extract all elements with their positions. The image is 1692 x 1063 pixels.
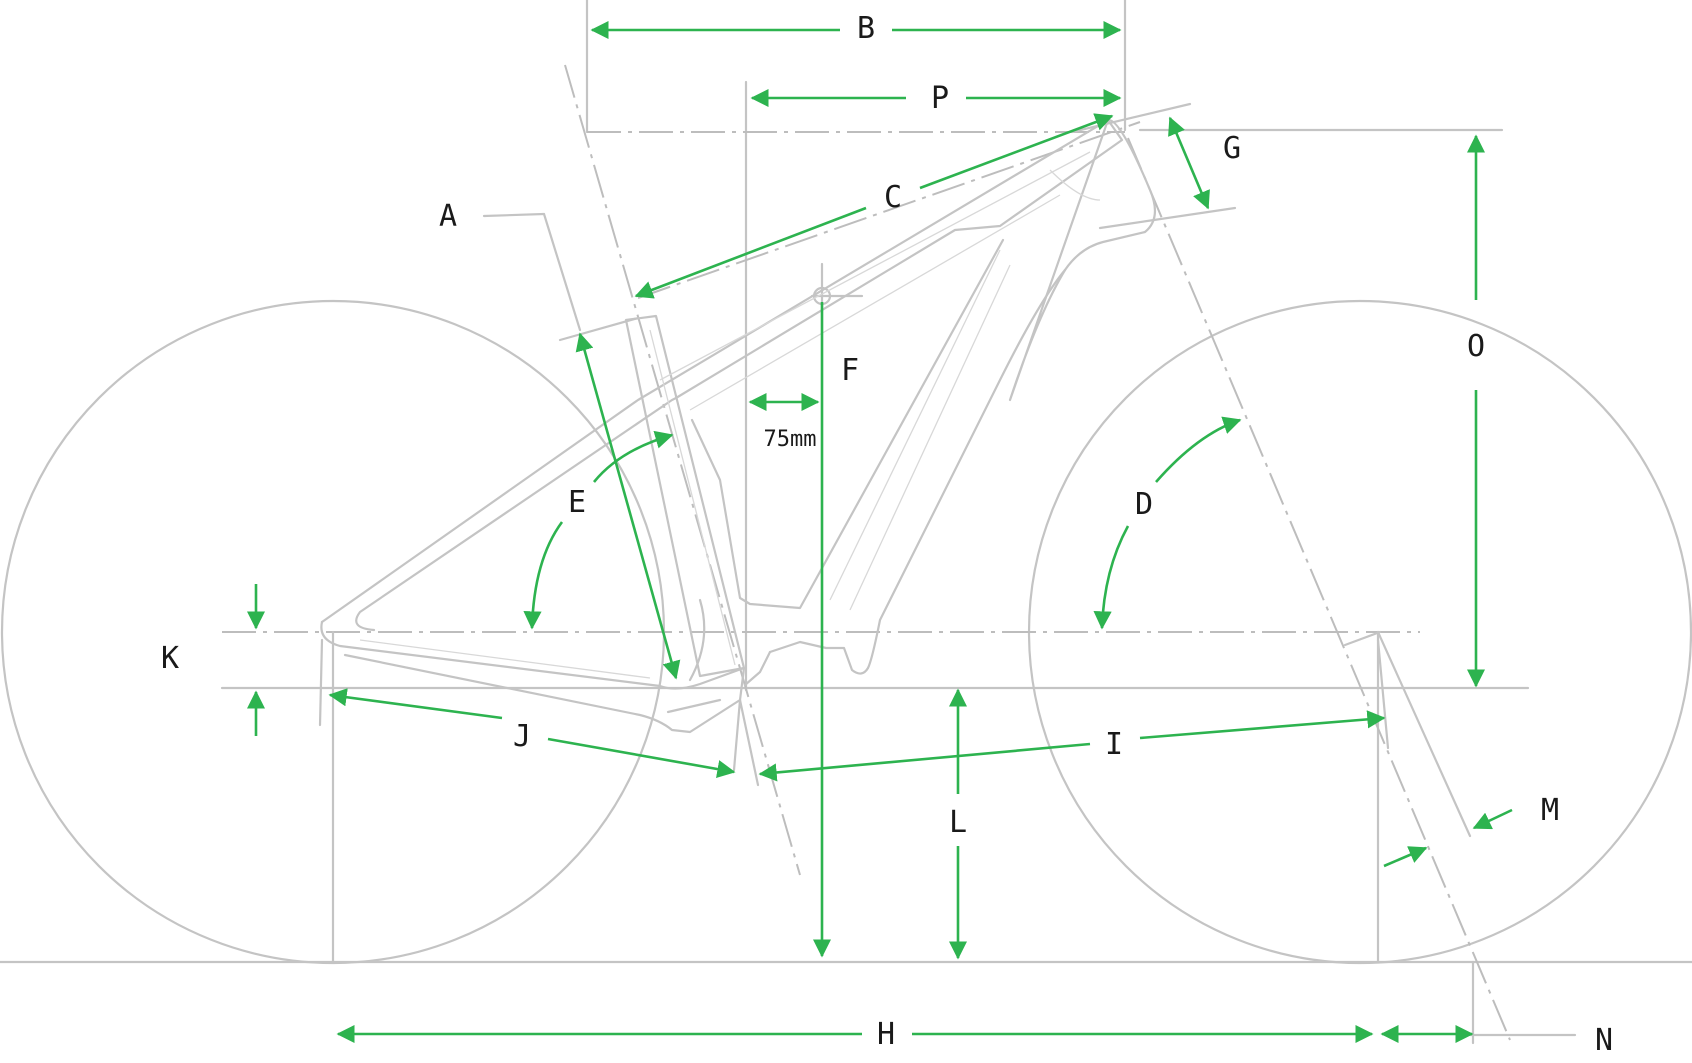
label-f: F [841, 353, 859, 388]
down-tube [690, 238, 1005, 610]
dimension-labels: B P G C A O F 75mm E D K J I M L H N [161, 11, 1613, 1058]
dimension-arrows [246, 20, 1513, 1044]
label-e: E [568, 485, 586, 520]
bike-frame [320, 118, 1157, 734]
label-g: G [1223, 131, 1241, 166]
label-l: L [949, 805, 967, 840]
label-h: H [877, 1017, 895, 1052]
label-b: B [857, 11, 875, 46]
label-d: D [1135, 487, 1153, 522]
label-75mm: 75mm [764, 427, 817, 452]
motor-housing [666, 598, 772, 714]
chain-stay [320, 620, 746, 734]
label-a: A [439, 199, 457, 234]
label-n: N [1595, 1023, 1613, 1058]
label-j: J [513, 719, 531, 754]
down-tube-lower [768, 268, 1067, 675]
label-c: C [884, 180, 902, 215]
label-k: K [161, 641, 179, 676]
top-tube [320, 118, 1124, 632]
reference-lines [220, 0, 1577, 1045]
label-o: O [1467, 329, 1485, 364]
label-i: I [1105, 727, 1123, 762]
label-m: M [1541, 793, 1559, 828]
label-p: P [931, 81, 949, 116]
head-tube [1008, 118, 1157, 402]
